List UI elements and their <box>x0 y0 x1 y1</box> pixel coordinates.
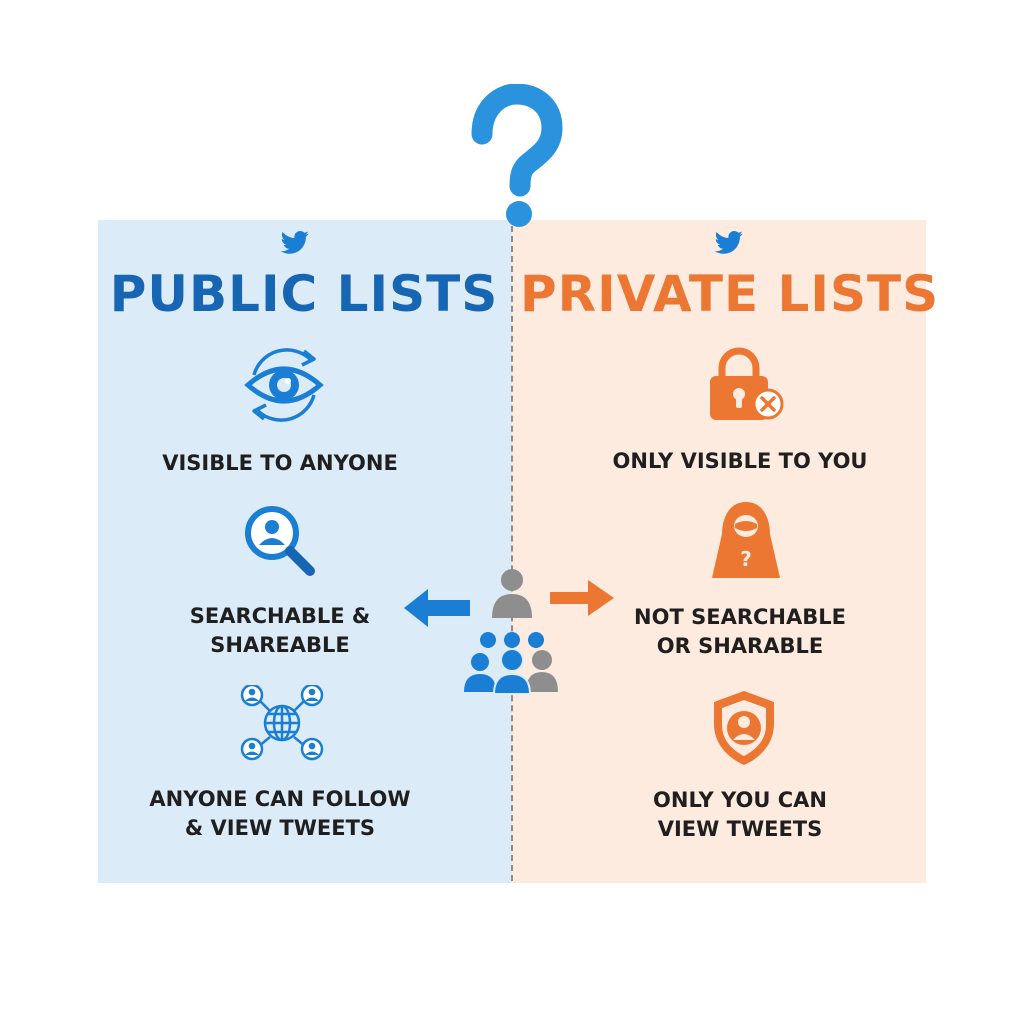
feature-line: VISIBLE TO ANYONE <box>162 451 398 475</box>
anyone-can-follow-label: ANYONE CAN FOLLOW & VIEW TWEETS <box>120 785 440 843</box>
global-network-icon <box>240 685 324 761</box>
feature-line: SEARCHABLE & <box>189 604 371 628</box>
feature-line: ONLY VISIBLE TO YOU <box>612 449 868 473</box>
search-person-icon <box>245 506 315 576</box>
public-lists-panel <box>98 220 512 883</box>
feature-line: ANYONE CAN FOLLOW <box>149 787 411 811</box>
svg-text:?: ? <box>740 547 752 571</box>
feature-line: OR SHARABLE <box>656 634 824 658</box>
lock-x-icon <box>710 347 784 420</box>
feature-line: VIEW TWEETS <box>657 817 823 841</box>
arrow-left-icon <box>404 589 470 627</box>
dashed-divider <box>511 226 513 881</box>
bird-icon <box>714 231 743 254</box>
visible-to-anyone-label: VISIBLE TO ANYONE <box>120 449 440 478</box>
shield-person-icon <box>714 691 774 765</box>
hooded-incognito-icon: ? <box>712 502 780 578</box>
arrow-right-icon <box>550 580 614 616</box>
eye-refresh-icon <box>244 348 324 422</box>
searchable-shareable-label: SEARCHABLE & SHAREABLE <box>120 602 440 660</box>
public-lists-title: PUBLIC LISTS <box>109 265 499 323</box>
question-mark-icon <box>471 84 563 227</box>
private-lists-title: PRIVATE LISTS <box>520 265 940 323</box>
only-visible-to-you-label: ONLY VISIBLE TO YOU <box>580 447 900 476</box>
bird-icon <box>280 231 309 254</box>
feature-line: NOT SEARCHABLE <box>634 605 846 629</box>
feature-line: SHAREABLE <box>210 633 350 657</box>
feature-line: & VIEW TWEETS <box>184 816 376 840</box>
only-you-can-view-label: ONLY YOU CAN VIEW TWEETS <box>580 786 900 844</box>
not-searchable-label: NOT SEARCHABLE OR SHARABLE <box>580 603 900 661</box>
feature-line: ONLY YOU CAN <box>653 788 827 812</box>
user-group-icon <box>464 569 558 695</box>
